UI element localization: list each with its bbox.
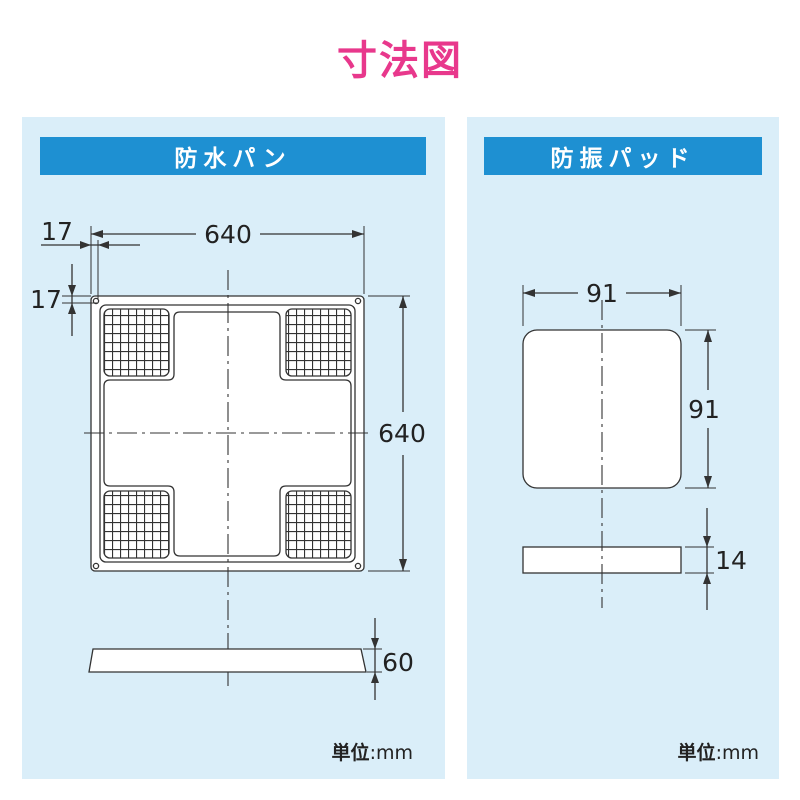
- dim-pan-offset-y-label: 17: [30, 285, 62, 314]
- dim-pan-offset-x-label: 17: [41, 217, 73, 246]
- dim-pad-width-label: 91: [586, 279, 618, 308]
- page-title: 寸法図: [337, 38, 463, 84]
- dim-pad-depth-label: 91: [688, 395, 720, 424]
- dim-pan-depth: [368, 295, 410, 572]
- drain-grid-top-left: [103, 308, 170, 377]
- dim-pan-width-label: 640: [204, 220, 252, 249]
- vibration-pad-header: 防振パッド: [484, 137, 762, 175]
- dim-pan-width: [90, 226, 365, 294]
- dim-pan-offset-x: [41, 240, 140, 300]
- dim-pan-height-label: 60: [382, 648, 414, 677]
- waterproof-pan-header: 防水パン: [40, 137, 426, 175]
- vibration-pad-panel: 防振パッド 単位:mm: [467, 117, 779, 779]
- unit-label: 単位: [331, 742, 370, 764]
- pan-side-view: [88, 648, 367, 673]
- drain-grid-bottom-right: [285, 490, 352, 559]
- unit-value: mm: [721, 742, 759, 764]
- unit-label: 単位: [677, 742, 716, 764]
- corner-hole-icon: [92, 562, 100, 570]
- corner-hole-icon: [92, 297, 100, 305]
- drain-grid-top-right: [285, 308, 352, 377]
- pan-top-view: [84, 270, 372, 690]
- unit-separator: :: [369, 742, 376, 764]
- dim-pan-height: [363, 618, 382, 700]
- dim-pad-thickness-label: 14: [715, 546, 747, 575]
- unit-separator: :: [715, 742, 722, 764]
- dim-pan-offset-y: [62, 264, 98, 336]
- unit-note: 単位:mm: [678, 738, 759, 765]
- pan-cross-floor: [103, 311, 352, 557]
- drain-grid-bottom-left: [103, 490, 170, 559]
- dim-pad-thickness: [685, 508, 714, 610]
- corner-hole-icon: [354, 297, 362, 305]
- corner-hole-icon: [354, 562, 362, 570]
- unit-value: mm: [375, 742, 413, 764]
- dim-pan-depth-label: 640: [378, 419, 426, 448]
- dim-pad-depth: [685, 329, 716, 489]
- unit-note: 単位:mm: [332, 738, 413, 765]
- dim-pad-width: [522, 285, 682, 326]
